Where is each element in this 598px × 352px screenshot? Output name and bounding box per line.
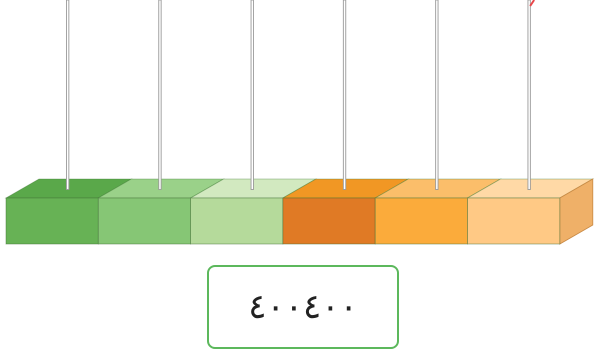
block-front-4 [282, 197, 376, 245]
rod-6 [527, 0, 531, 190]
block-front-5 [374, 197, 468, 245]
place-value-blocks [4, 178, 595, 245]
block-front-2 [97, 197, 192, 245]
block-front-6 [467, 197, 561, 245]
rod-5 [435, 0, 439, 190]
rod-1 [65, 0, 70, 190]
rod-4 [342, 0, 347, 190]
number-card: ٤٠٠٤٠٠ [207, 265, 399, 349]
abacus-rods [65, 0, 535, 190]
rod-3 [250, 0, 254, 190]
block-front-3 [190, 197, 284, 245]
rod-2 [158, 0, 162, 190]
number-value: ٤٠٠٤٠٠ [248, 287, 358, 327]
rod-marker-icon [529, 0, 535, 7]
block-front-1 [5, 197, 99, 245]
